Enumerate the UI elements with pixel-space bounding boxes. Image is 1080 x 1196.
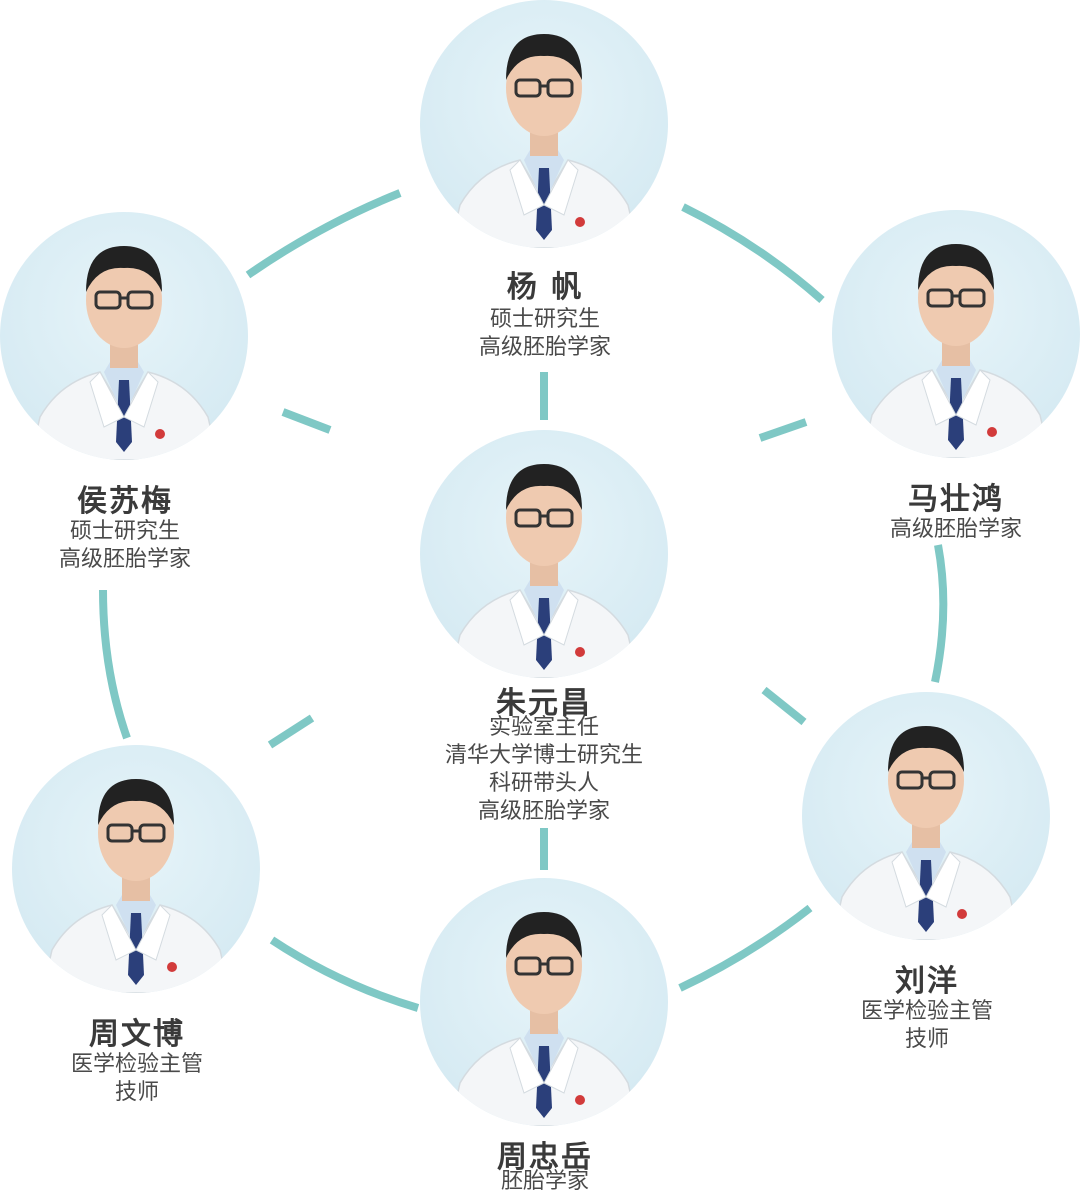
member-title: 硕士研究生 [489,307,600,332]
member-card: 刘洋 医学检验主管 技师 [802,692,1052,1062]
member-name: 马壮鸿 [908,482,1004,517]
member-title: 硕士研究生 [69,519,180,544]
spoke-upper-right [758,418,808,442]
member-titles: 硕士研究生 高级胚胎学家 [420,306,670,362]
portrait-photo [420,878,668,1126]
portrait-photo [12,745,260,993]
member-titles: 实验室主任 清华大学博士研究生 科研带头人 高级胚胎学家 [394,714,694,826]
arc-yang-ma [681,203,825,303]
portrait-photo [0,212,248,460]
member-title: 高级胚胎学家 [477,799,610,824]
person-icon [420,878,668,1126]
member-name: 周忠岳 [497,1140,593,1175]
member-title: 高级胚胎学家 [478,335,611,360]
arc-zhouzhong-liu [678,904,813,992]
member-name: 侯苏梅 [77,484,173,519]
arc-hou-zhouwen [99,589,131,740]
portrait-photo [420,430,668,678]
arc-yang-hou [245,189,402,279]
member-card: 周忠岳 胚胎学家 [420,878,670,1196]
member-title: 医学检验主管 [70,1052,203,1077]
person-icon [420,0,668,248]
person-icon [0,212,248,460]
member-title: 实验室主任 [488,715,599,740]
member-title: 技师 [904,1027,949,1052]
member-titles: 医学检验主管 技师 [12,1051,262,1107]
person-icon [802,692,1050,940]
member-titles: 医学检验主管 技师 [802,998,1052,1054]
spoke-upper-left [281,408,332,434]
member-card: 侯苏梅 硕士研究生 高级胚胎学家 [0,212,250,582]
member-title: 技师 [114,1080,159,1105]
spoke-lower-left [267,714,315,749]
portrait-photo [420,0,668,248]
member-card: 杨 帆 硕士研究生 高级胚胎学家 [420,0,670,370]
arc-zhouwen-zhouzhong [269,936,420,1012]
portrait-photo [832,210,1080,458]
member-titles: 硕士研究生 高级胚胎学家 [0,518,250,574]
member-name: 刘洋 [895,964,959,999]
member-title: 医学检验主管 [860,999,993,1024]
member-title: 科研带头人 [488,771,599,796]
member-card: 朱元昌 实验室主任 清华大学博士研究生 科研带头人 高级胚胎学家 [394,430,694,830]
arc-ma-liu [931,544,948,683]
portrait-photo [802,692,1050,940]
person-icon [832,210,1080,458]
member-card: 周文博 医学检验主管 技师 [12,745,262,1115]
member-titles: 胚胎学家 [420,1168,670,1196]
member-title: 胚胎学家 [500,1169,589,1194]
spoke-lower-right [761,686,807,726]
person-icon [420,430,668,678]
member-title: 高级胚胎学家 [58,547,191,572]
member-name: 周文博 [89,1017,185,1052]
member-name: 朱元昌 [496,686,592,721]
member-card: 马壮鸿 高级胚胎学家 [832,210,1080,550]
member-title: 清华大学博士研究生 [444,743,643,768]
member-title: 高级胚胎学家 [889,517,1022,542]
member-name: 杨 帆 [506,270,584,305]
member-titles: 高级胚胎学家 [832,516,1080,544]
person-icon [12,745,260,993]
